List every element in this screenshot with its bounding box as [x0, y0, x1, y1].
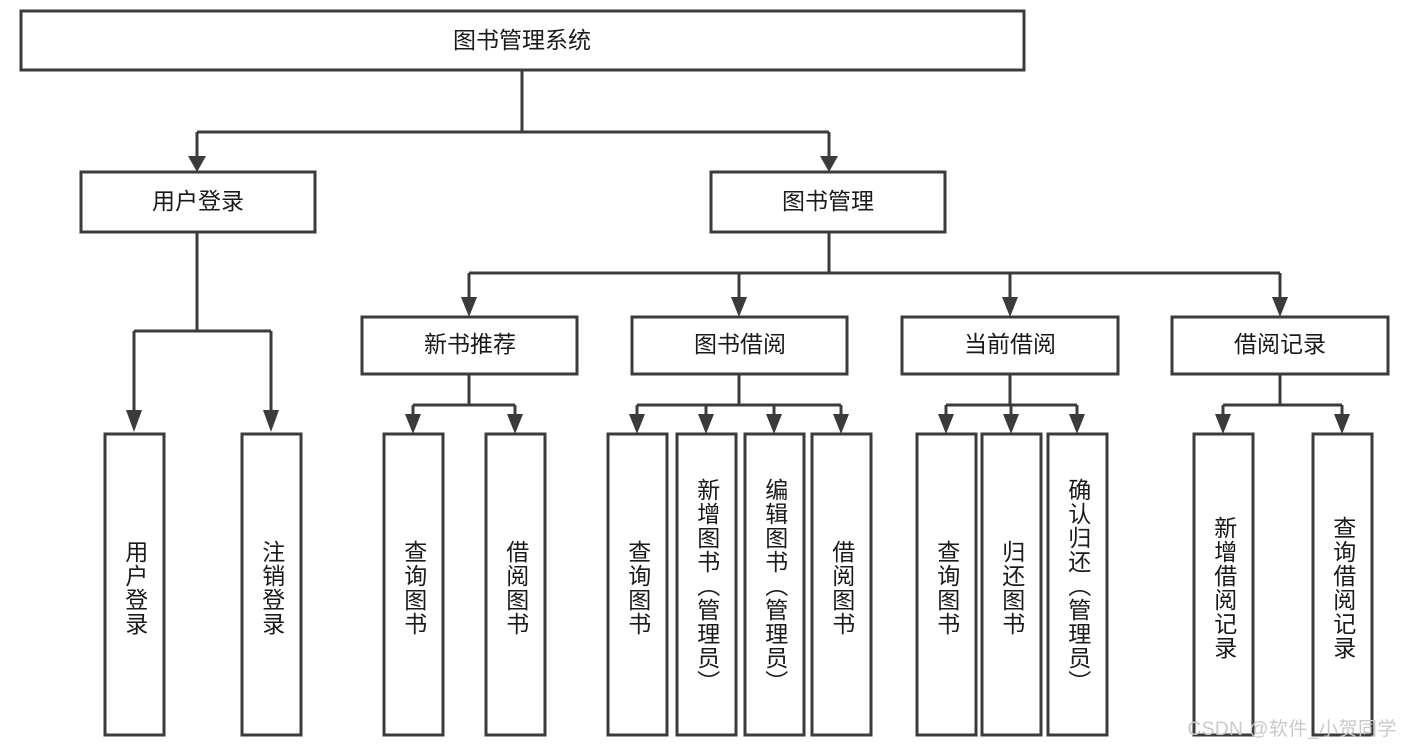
arrowhead-root-to-user-login — [188, 156, 206, 172]
arrowhead-book-borrow-leaf-2 — [698, 414, 714, 434]
arrowhead-new-book-rec-leaf-2 — [507, 414, 523, 434]
node-borrow-record-label: 借阅记录 — [1234, 331, 1326, 357]
arrowhead-book-borrow-leaf-1 — [629, 414, 645, 434]
node-current-borrow-label: 当前借阅 — [964, 331, 1056, 357]
connector-layer — [126, 70, 1350, 434]
arrowhead-current-borrow-leaf-1 — [938, 414, 954, 434]
arrowhead-book-borrow-leaf-4 — [833, 414, 849, 434]
node-new-book-recommendation[interactable]: 新书推荐 — [360, 315, 579, 376]
arrowhead-user-login-leaf-2 — [263, 410, 279, 432]
leaf-box-chaxuntushu-1[interactable] — [382, 432, 445, 737]
node-user-login[interactable]: 用户登录 — [79, 170, 317, 234]
arrowhead-current-borrow-leaf-3 — [1069, 414, 1085, 434]
leaf-box-bianjitushu[interactable] — [743, 432, 806, 737]
node-book-borrow-box[interactable] — [630, 315, 849, 376]
arrowhead-new-book-rec-leaf-1 — [405, 414, 421, 434]
node-root-system-label: 图书管理系统 — [453, 27, 591, 53]
node-book-borrow-label: 图书借阅 — [694, 331, 786, 357]
arrowhead-current-borrow-leaf-2 — [1003, 414, 1019, 434]
node-root-system-box[interactable] — [19, 9, 1026, 72]
arrowhead-current-borrow — [1002, 297, 1018, 317]
node-current-borrow-box[interactable] — [900, 315, 1120, 376]
arrowhead-user-login-leaf-1 — [126, 410, 142, 432]
node-user-login-label: 用户登录 — [152, 188, 244, 214]
leaf-box-zhuxiaodenglu[interactable] — [240, 432, 303, 737]
leaf-box-xinzengjieyuejilu[interactable] — [1192, 432, 1255, 737]
arrowhead-borrow-record — [1272, 297, 1288, 317]
node-borrow-record[interactable]: 借阅记录 — [1170, 315, 1390, 376]
node-book-management-box[interactable] — [709, 170, 947, 234]
leaf-box-xinzengtushu[interactable] — [675, 432, 738, 737]
node-book-management-label: 图书管理 — [782, 188, 874, 214]
node-user-login-box[interactable] — [79, 170, 317, 234]
node-borrow-record-box[interactable] — [1170, 315, 1390, 376]
arrowhead-book-borrow — [731, 297, 747, 317]
leaf-box-chaxuntushu-3[interactable] — [915, 432, 978, 737]
node-root-system[interactable]: 图书管理系统 — [19, 9, 1026, 72]
node-new-book-recommendation-box[interactable] — [360, 315, 579, 376]
node-new-book-recommendation-label: 新书推荐 — [424, 331, 516, 357]
node-book-borrow[interactable]: 图书借阅 — [630, 315, 849, 376]
leaf-box-jieyuetushu-2[interactable] — [810, 432, 873, 737]
leaf-box-querenguihuan[interactable] — [1046, 432, 1109, 737]
arrowhead-book-borrow-leaf-3 — [766, 414, 782, 434]
arrowhead-new-book-rec — [461, 297, 477, 317]
arrowhead-borrow-record-leaf-1 — [1215, 414, 1231, 434]
node-current-borrow[interactable]: 当前借阅 — [900, 315, 1120, 376]
arrowhead-root-to-book-mgmt — [820, 156, 838, 172]
arrowhead-borrow-record-leaf-2 — [1334, 414, 1350, 434]
leaf-box-chaxuntushu-2[interactable] — [606, 432, 669, 737]
leaf-box-chaxunjieyuejilu[interactable] — [1311, 432, 1374, 737]
csdn-watermark: CSDN @软件_小贺同学 — [1187, 719, 1397, 740]
leaf-box-yonghudenglu[interactable] — [103, 432, 166, 737]
leaf-box-jieyuetushu-1[interactable] — [484, 432, 547, 737]
leaf-box-guihuantushu[interactable] — [980, 432, 1043, 737]
node-book-management[interactable]: 图书管理 — [709, 170, 947, 234]
leaf-box-layer — [103, 432, 1374, 737]
